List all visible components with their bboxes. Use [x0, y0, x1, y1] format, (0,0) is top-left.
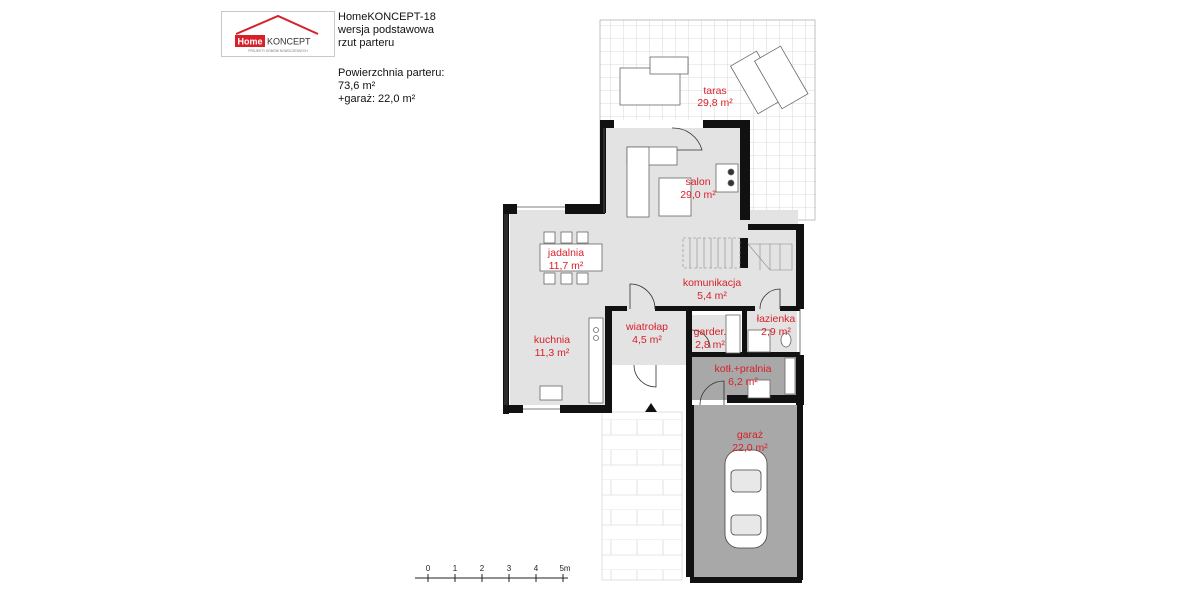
room-garderoba-name: garder.: [694, 326, 727, 338]
entrance-arrow-icon: [645, 403, 657, 412]
doors: [629, 127, 781, 406]
room-garaz-area: 22,0 m²: [732, 442, 768, 454]
walls: [503, 120, 804, 583]
room-kuchnia-area: 11,3 m²: [535, 347, 570, 359]
room-garderoba-area: 2,8 m²: [695, 339, 725, 351]
area-value: 73,6 m²: [338, 80, 376, 92]
fireplace: [715, 163, 739, 193]
project-title: HomeKONCEPT-18: [338, 11, 436, 23]
sink: [539, 385, 563, 401]
wardrobe: [725, 314, 741, 354]
boiler: [784, 357, 796, 395]
coffee-table: [658, 177, 692, 217]
room-kotlownia-name: kotł.+pralnia: [715, 363, 772, 375]
logo-home-text: Home: [237, 37, 262, 47]
scale-tick-1: 1: [453, 564, 458, 573]
room-salon-area: 29,0 m²: [680, 189, 716, 201]
washing-machine: [747, 379, 771, 399]
room-labels: taras 29,8 m² salon 29,0 m² jadalnia 11,…: [534, 85, 796, 454]
logo-koncept-text: KONCEPT: [267, 37, 311, 47]
logo-tagline: PROJEKTY DOMÓW NOWOCZESNYCH: [248, 48, 308, 53]
sofa-side: [626, 146, 650, 218]
car-icon: [724, 449, 768, 549]
room-kuchnia-name: kuchnia: [534, 334, 570, 346]
room-lazienka-area: 2,9 m²: [761, 326, 791, 338]
area-info: Powierzchnia parteru: 73,6 m² +garaż: 22…: [338, 67, 444, 106]
logo-roof-icon: Home KONCEPT PROJEKTY DOMÓW NOWOCZESNYCH: [235, 14, 319, 53]
kitchen-counter: [588, 317, 604, 404]
garage-area: +garaż: 22,0 m²: [338, 93, 416, 105]
scale-bar: 0 1 2 3 4 5m: [415, 564, 571, 582]
homekoncept-logo: Home KONCEPT PROJEKTY DOMÓW NOWOCZESNYCH: [221, 11, 335, 57]
scale-tick-3: 3: [507, 564, 512, 573]
room-wiatrolap-area: 4,5 m²: [632, 334, 662, 346]
staircase: [682, 237, 793, 271]
terrace-table: [649, 56, 689, 75]
windows: [504, 128, 801, 410]
room-lazienka-name: łazienka: [757, 313, 796, 325]
room-garaz-name: garaż: [737, 429, 763, 441]
dining-table: [539, 243, 603, 272]
driveway: [601, 411, 788, 581]
project-view: rzut parteru: [338, 37, 395, 49]
sunbed-2: [753, 45, 809, 110]
shower: [747, 329, 771, 353]
area-label: Powierzchnia parteru:: [338, 67, 445, 79]
scale-tick-5: 5m: [559, 564, 570, 573]
project-variant: wersja podstawowa: [338, 24, 434, 36]
furniture: [539, 45, 809, 404]
room-taras-name: taras: [703, 85, 726, 97]
room-salon-name: salon: [685, 176, 710, 188]
room-jadalnia-name: jadalnia: [547, 247, 584, 259]
toilet: [780, 332, 792, 348]
scale-tick-0: 0: [426, 564, 431, 573]
project-info: HomeKONCEPT-18 wersja podstawowa rzut pa…: [338, 11, 436, 50]
room-wiatrolap-name: wiatrołap: [625, 321, 668, 333]
room-jadalnia-area: 11,7 m²: [549, 260, 584, 272]
room-komunikacja-name: komunikacja: [683, 277, 742, 289]
room-komunikacja-area: 5,4 m²: [697, 290, 727, 302]
scale-tick-2: 2: [480, 564, 485, 573]
room-kotlownia-area: 6,2 m²: [728, 376, 758, 388]
room-taras-area: 29,8 m²: [697, 97, 733, 109]
scale-tick-4: 4: [534, 564, 539, 573]
